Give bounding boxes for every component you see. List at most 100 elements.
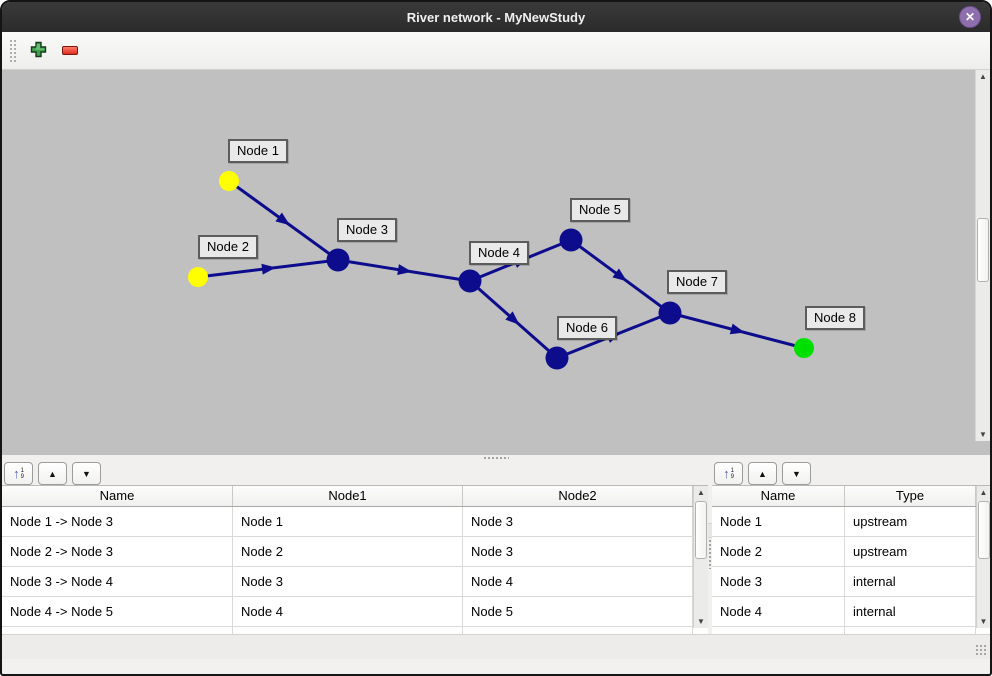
sort-links-button[interactable]: ↑ 1 9: [4, 462, 33, 485]
scroll-up-icon[interactable]: ▲: [697, 488, 705, 497]
panel-divider[interactable]: [708, 461, 712, 634]
scroll-up-icon[interactable]: ▲: [979, 488, 988, 497]
sort-ascending-icon: ↑ 1 9: [723, 466, 734, 481]
flow-arrow-icon: [505, 311, 520, 325]
nodes-scroll-thumb[interactable]: [978, 501, 990, 559]
move-node-up-button[interactable]: ▲: [748, 462, 777, 485]
down-triangle-icon: ▼: [792, 468, 801, 479]
column-header[interactable]: Node1: [233, 486, 463, 506]
splitter-handle-icon: [483, 456, 509, 460]
move-link-up-button[interactable]: ▲: [38, 462, 67, 485]
node-Node6[interactable]: [545, 346, 569, 370]
scroll-down-icon[interactable]: ▼: [979, 430, 987, 439]
node-label[interactable]: Node 5: [570, 198, 630, 222]
table-cell[interactable]: upstream: [845, 537, 976, 566]
node-Node4[interactable]: [458, 269, 482, 293]
node-label[interactable]: Node 8: [805, 306, 865, 330]
remove-node-button[interactable]: [57, 38, 83, 64]
node-Node8[interactable]: [794, 338, 814, 358]
node-label[interactable]: Node 3: [337, 218, 397, 242]
node-label[interactable]: Node 2: [198, 235, 258, 259]
up-triangle-icon: ▲: [758, 468, 767, 479]
links-table-partial-row: [2, 627, 708, 634]
pane-splitter[interactable]: [2, 455, 990, 461]
plus-icon: [30, 41, 47, 61]
sort-nodes-button[interactable]: ↑ 1 9: [714, 462, 743, 485]
table-cell[interactable]: Node 3: [463, 507, 693, 536]
table-cell[interactable]: internal: [845, 567, 976, 596]
add-node-button[interactable]: [25, 38, 51, 64]
flow-arrow-icon: [729, 323, 745, 335]
minus-icon: [62, 46, 78, 55]
node-label[interactable]: Node 4: [469, 241, 529, 265]
canvas-vertical-scrollbar[interactable]: ▲ ▼: [975, 70, 990, 441]
move-node-down-button[interactable]: ▼: [782, 462, 811, 485]
table-cell[interactable]: Node 3: [233, 567, 463, 596]
table-cell[interactable]: Node 1: [712, 507, 845, 536]
table-cell[interactable]: Node 1 -> Node 3: [2, 507, 233, 536]
links-table-scrollbar[interactable]: ▲ ▼: [693, 486, 708, 628]
table-cell[interactable]: internal: [845, 597, 976, 626]
river-network-canvas[interactable]: Node 1 Node 2 Node 3 Node 4 Node 5 Node 6 Node…: [2, 70, 975, 455]
node-Node7[interactable]: [658, 301, 682, 325]
flow-arrow-icon: [275, 212, 290, 226]
toolbar-drag-handle[interactable]: [8, 37, 17, 64]
close-button[interactable]: ✕: [959, 6, 981, 28]
table-cell[interactable]: Node 2 -> Node 3: [2, 537, 233, 566]
links-panel-toolbar: ↑ 1 9 ▲ ▼: [2, 461, 708, 485]
canvas-vscroll-thumb[interactable]: [977, 218, 989, 282]
nodes-panel-toolbar: ↑ 1 9 ▲ ▼: [712, 461, 990, 485]
resize-grip-icon[interactable]: [975, 644, 987, 656]
move-link-down-button[interactable]: ▼: [72, 462, 101, 485]
column-header[interactable]: Name: [2, 486, 233, 506]
table-cell[interactable]: Node 3: [463, 537, 693, 566]
table-cell[interactable]: Node 3 -> Node 4: [2, 567, 233, 596]
scroll-down-icon[interactable]: ▼: [697, 617, 705, 626]
main-toolbar: [2, 32, 990, 70]
column-header[interactable]: Node2: [463, 486, 693, 506]
scroll-up-icon[interactable]: ▲: [979, 72, 987, 81]
flow-arrow-icon: [261, 263, 276, 275]
node-Node5[interactable]: [559, 228, 583, 252]
table-cell[interactable]: Node 4 -> Node 5: [2, 597, 233, 626]
node-label[interactable]: Node 7: [667, 270, 727, 294]
title-bar: River network - MyNewStudy ✕: [2, 2, 990, 32]
node-Node1[interactable]: [219, 171, 239, 191]
column-header[interactable]: Type: [845, 486, 976, 506]
table-cell[interactable]: upstream: [845, 507, 976, 536]
up-triangle-icon: ▲: [48, 468, 57, 479]
table-cell[interactable]: Node 2: [712, 537, 845, 566]
column-header[interactable]: Name: [712, 486, 845, 506]
table-cell[interactable]: Node 4: [233, 597, 463, 626]
table-cell[interactable]: Node 2: [233, 537, 463, 566]
node-Node2[interactable]: [188, 267, 208, 287]
scroll-down-icon[interactable]: ▼: [979, 617, 988, 626]
table-cell[interactable]: Node 4: [463, 567, 693, 596]
table-cell[interactable]: Node 5: [463, 597, 693, 626]
table-cell[interactable]: Node 3: [712, 567, 845, 596]
nodes-table-scrollbar[interactable]: ▲ ▼: [976, 486, 990, 628]
table-cell[interactable]: Node 4: [712, 597, 845, 626]
sort-ascending-icon: ↑ 1 9: [13, 466, 24, 481]
table-cell[interactable]: Node 1: [233, 507, 463, 536]
node-label[interactable]: Node 1: [228, 139, 288, 163]
divider-handle-icon: [708, 539, 712, 569]
node-Node3[interactable]: [326, 248, 350, 272]
node-label[interactable]: Node 6: [557, 316, 617, 340]
links-scroll-thumb[interactable]: [695, 501, 707, 559]
